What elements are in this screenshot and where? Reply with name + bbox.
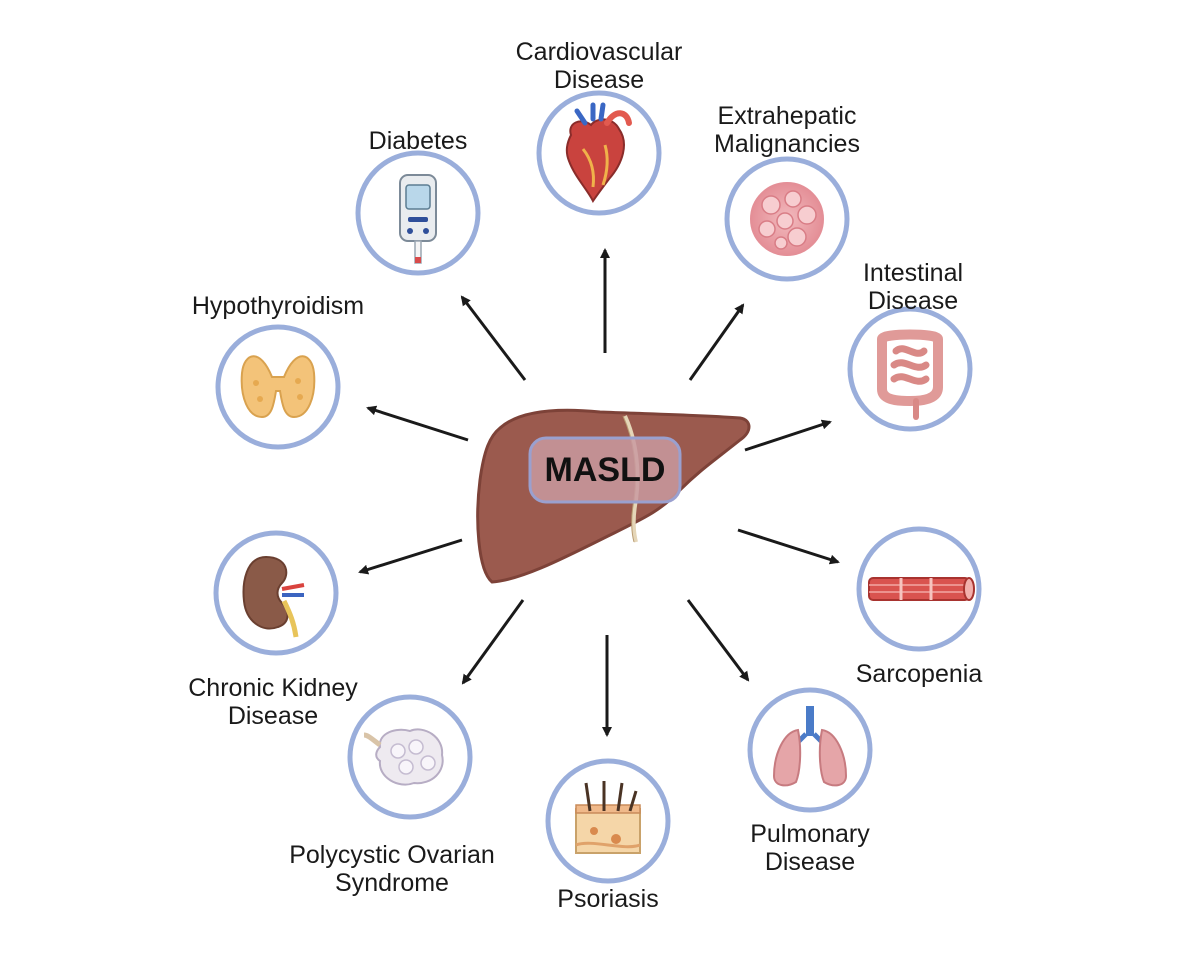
label-pcos: Polycystic Ovarian Syndrome (262, 841, 522, 897)
thyroid-icon (240, 355, 316, 419)
arrow-hypothyroidism (366, 405, 469, 442)
ovary-icon (363, 728, 444, 786)
masld-label: MASLD (544, 450, 666, 489)
arrow-pulmonary (686, 599, 750, 682)
label-ckd: Chronic Kidney Disease (163, 674, 383, 730)
label-line2: Malignancies (714, 130, 860, 158)
arrow-sarcopenia (737, 528, 840, 565)
label-line2: Disease (227, 702, 319, 730)
label-line1: Sarcopenia (855, 660, 983, 688)
kidney-icon (242, 555, 305, 638)
label-cardiovascular: Cardiovascular Disease (479, 38, 719, 94)
arrow-pcos (461, 599, 525, 685)
arrow-diabetes (460, 295, 527, 381)
muscle-fiber-icon (868, 577, 975, 601)
arrow-intestinal (744, 419, 832, 452)
masld-label-box (528, 436, 682, 504)
label-line1: Extrahepatic (717, 102, 857, 130)
arrow-extrahepatic (688, 303, 745, 381)
glucometer-icon (399, 174, 437, 264)
label-sarcopenia: Sarcopenia (829, 660, 1009, 688)
heart-icon (565, 102, 632, 203)
label-psoriasis: Psoriasis (528, 885, 688, 913)
lungs-icon (772, 706, 848, 787)
label-line1: Diabetes (368, 127, 468, 155)
label-pulmonary: Pulmonary Disease (720, 820, 900, 876)
label-line2: Syndrome (335, 869, 449, 897)
arrows (358, 248, 840, 737)
skin-layer-icon (575, 781, 641, 854)
tumor-cells-icon (750, 182, 824, 256)
circle-intestinal (847, 306, 973, 432)
label-line1: Psoriasis (557, 885, 659, 913)
label-intestinal: Intestinal Disease (838, 259, 988, 315)
label-line1: Hypothyroidism (191, 292, 365, 320)
label-line1: Chronic Kidney (188, 674, 358, 702)
label-line2: Disease (764, 848, 856, 876)
label-line2: Disease (867, 287, 959, 315)
label-diabetes: Diabetes (343, 127, 493, 155)
label-hypothyroidism: Hypothyroidism (168, 292, 388, 320)
label-line1: Cardiovascular (515, 38, 683, 66)
arrow-ckd (358, 538, 463, 575)
label-line2: Disease (553, 66, 645, 94)
label-line1: Polycystic Ovarian (289, 841, 495, 869)
label-line1: Pulmonary (750, 820, 870, 848)
label-line1: Intestinal (862, 259, 964, 287)
intestine-icon (877, 329, 943, 420)
label-extrahepatic: Extrahepatic Malignancies (682, 102, 892, 158)
